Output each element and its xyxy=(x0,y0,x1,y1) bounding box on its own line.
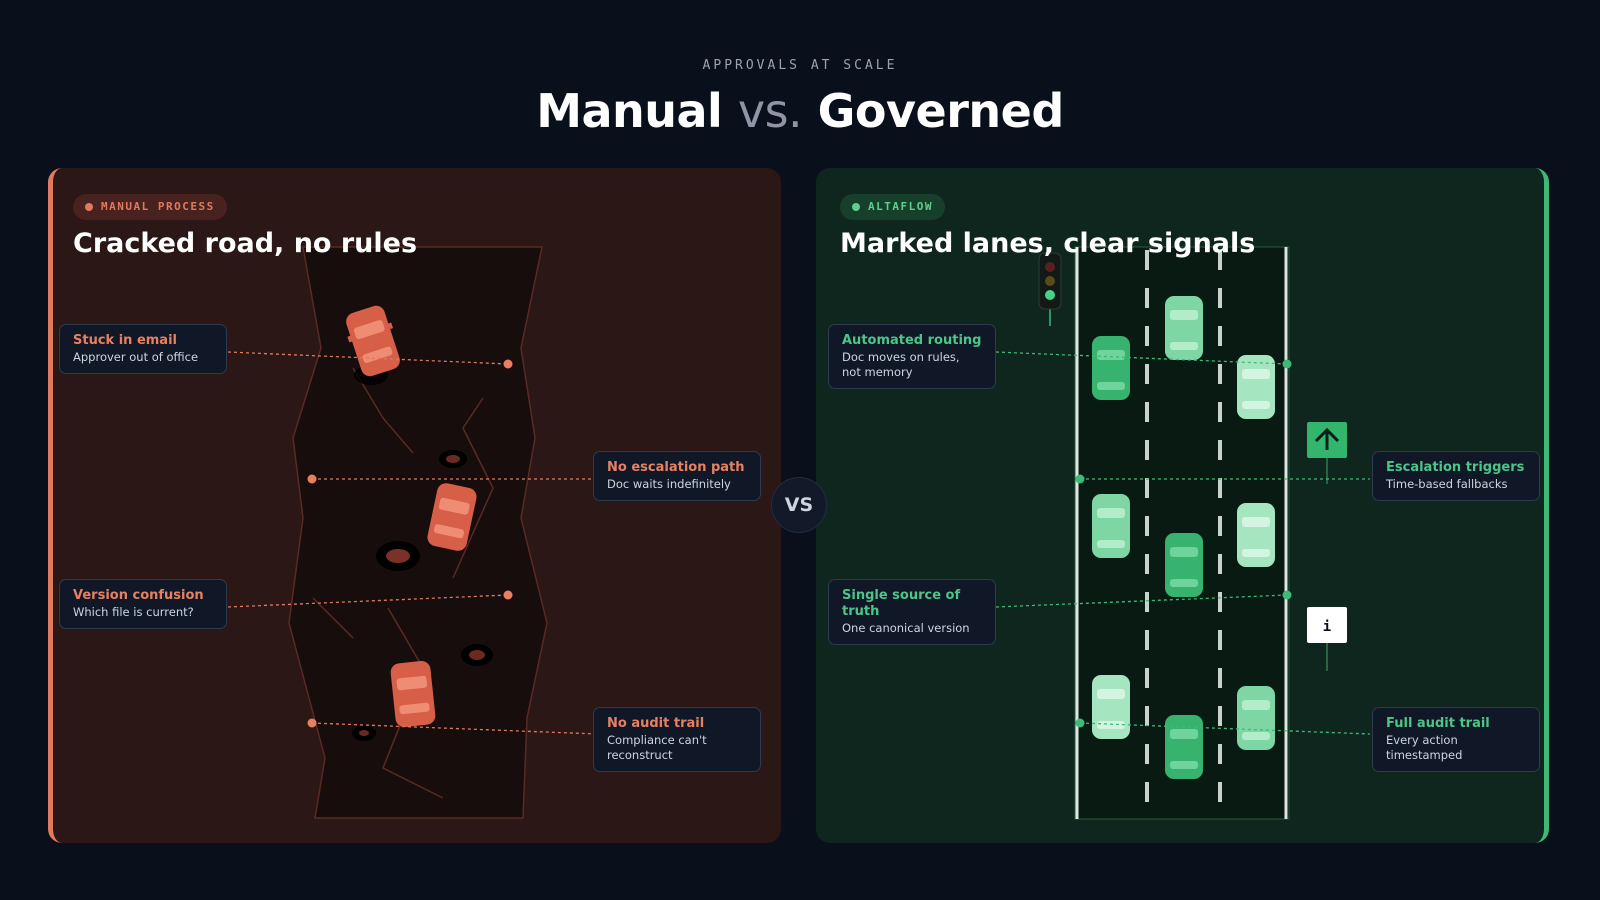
vs-badge: VS xyxy=(771,477,827,533)
callout-title: Version confusion xyxy=(73,588,204,603)
car-green-3 xyxy=(1237,355,1275,419)
eyebrow: APPROVALS AT SCALE xyxy=(702,58,898,73)
potholes xyxy=(352,365,493,741)
callout-subtitle: Approver out of office xyxy=(73,350,199,364)
car-green-5 xyxy=(1165,533,1203,597)
right-connectors xyxy=(995,351,1371,735)
car-green-2 xyxy=(1165,296,1203,360)
altaflow-tag: ALTAFLOW xyxy=(840,194,945,220)
traffic-light xyxy=(1038,252,1062,326)
car-green-8 xyxy=(1165,715,1203,779)
title-governed: Governed xyxy=(817,84,1065,138)
callout-version-confusion: Version confusion Which file is current? xyxy=(59,579,227,629)
manual-panel-title: Cracked road, no rules xyxy=(73,228,418,259)
callout-title: Single source of truth xyxy=(842,588,961,619)
governed-panel: i ALTAFLOW Marked lanes, clear signals A… xyxy=(816,168,1549,843)
callout-subtitle: One canonical version xyxy=(842,621,970,635)
callout-subtitle: Which file is current? xyxy=(73,605,194,619)
car-green-4 xyxy=(1092,494,1130,558)
callout-stuck-in-email: Stuck in email Approver out of office xyxy=(59,324,227,374)
callout-title: Escalation triggers xyxy=(1386,460,1525,475)
callout-subtitle: Compliance can't reconstruct xyxy=(607,733,707,762)
callout-no-audit-trail: No audit trail Compliance can't reconstr… xyxy=(593,707,761,772)
car-green-9 xyxy=(1237,686,1275,750)
callout-subtitle: Every action timestamped xyxy=(1386,733,1463,762)
callout-no-escalation-path: No escalation path Doc waits indefinitel… xyxy=(593,451,761,501)
car-green-1 xyxy=(1092,336,1130,400)
callout-subtitle: Doc moves on rules, not memory xyxy=(842,350,960,379)
left-connector-dots xyxy=(307,359,513,728)
cracked-road xyxy=(288,246,548,819)
car-green-7 xyxy=(1092,675,1130,739)
marked-lanes-scene: i xyxy=(995,246,1371,820)
callout-title: Automated routing xyxy=(842,333,982,348)
callout-subtitle: Doc waits indefinitely xyxy=(607,477,731,491)
car-green-6 xyxy=(1237,503,1275,567)
info-sign-label: i xyxy=(1323,619,1331,635)
title-vs: vs. xyxy=(737,84,803,138)
right-connector-dots xyxy=(1075,359,1292,728)
escalation-arrow-sign xyxy=(1307,422,1347,484)
callout-full-audit-trail: Full audit trail Every action timestampe… xyxy=(1372,707,1540,772)
manual-process-tag: MANUAL PROCESS xyxy=(73,194,227,220)
callout-title: No audit trail xyxy=(607,716,705,731)
callout-single-source-of-truth: Single source of truth One canonical ver… xyxy=(828,579,996,645)
left-connectors xyxy=(227,351,598,735)
callout-title: No escalation path xyxy=(607,460,745,475)
page-title: Manual vs. Governed xyxy=(0,84,1600,138)
governed-panel-title: Marked lanes, clear signals xyxy=(840,228,1256,259)
car-red-2 xyxy=(427,483,477,551)
title-manual: Manual xyxy=(536,84,723,138)
manual-panel: MANUAL PROCESS Cracked road, no rules St… xyxy=(48,168,781,843)
info-sign: i xyxy=(1307,607,1347,671)
callout-title: Full audit trail xyxy=(1386,716,1490,731)
callout-subtitle: Time-based fallbacks xyxy=(1386,477,1508,491)
callout-escalation-triggers: Escalation triggers Time-based fallbacks xyxy=(1372,451,1540,501)
car-red-3 xyxy=(390,660,436,728)
callout-title: Stuck in email xyxy=(73,333,177,348)
cracked-road-scene xyxy=(227,246,598,819)
callout-automated-routing: Automated routing Doc moves on rules, no… xyxy=(828,324,996,389)
